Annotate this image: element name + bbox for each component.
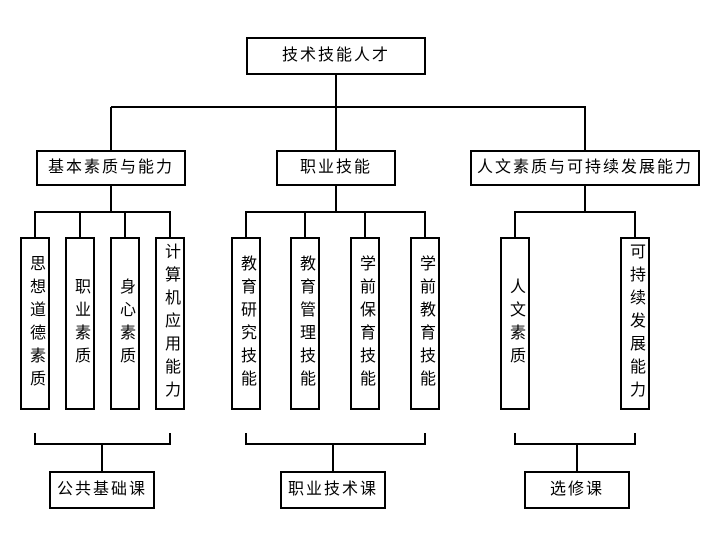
bracket-middle-hline xyxy=(245,443,426,445)
connector-drop-child xyxy=(79,212,81,237)
bracket-right-stem xyxy=(576,445,578,471)
branch-box-basic-quality-ability: 基本素质与能力 xyxy=(36,150,186,186)
connector-drop-child xyxy=(304,212,306,237)
child-box-computer-application-ability: 计算机应用能力 xyxy=(155,237,185,410)
course-box-vocational-technical-courses: 职业技术课 xyxy=(280,471,386,509)
course-box-public-basic-courses: 公共基础课 xyxy=(49,471,155,509)
connector-branch-left-hline xyxy=(34,211,171,213)
child-label: 学前教育技能 xyxy=(417,254,434,393)
root-label: 技术技能人才 xyxy=(281,47,390,64)
child-label: 人文素质 xyxy=(507,277,524,370)
connector-drop-branch-right xyxy=(584,107,586,150)
connector-branch-middle-stem xyxy=(335,186,337,213)
bracket-middle-tick xyxy=(245,433,247,445)
connector-branch-right-hline xyxy=(514,211,636,213)
child-box-education-research-skills: 教育研究技能 xyxy=(231,237,261,410)
course-box-elective-courses: 选修课 xyxy=(524,471,630,509)
child-box-vocational-quality: 职业素质 xyxy=(65,237,95,410)
connector-root-stem xyxy=(335,75,337,150)
connector-drop-child xyxy=(364,212,366,237)
course-label: 公共基础课 xyxy=(56,481,147,498)
child-box-physical-mental-quality: 身心素质 xyxy=(110,237,140,410)
child-label: 思想道德素质 xyxy=(27,254,44,393)
branch-label: 基本素质与能力 xyxy=(47,159,174,176)
branch-box-humanistic-sustainable-development: 人文素质与可持续发展能力 xyxy=(470,150,700,186)
course-label: 职业技术课 xyxy=(287,481,378,498)
child-box-preschool-childcare-skills: 学前保育技能 xyxy=(350,237,380,410)
connector-branch-middle-hline xyxy=(245,211,426,213)
connector-drop-child xyxy=(124,212,126,237)
child-label: 教育研究技能 xyxy=(238,254,255,393)
connector-drop-child xyxy=(245,212,247,237)
branch-label: 人文素质与可持续发展能力 xyxy=(476,159,693,176)
bracket-left-tick xyxy=(169,433,171,445)
child-label: 学前保育技能 xyxy=(357,254,374,393)
bracket-middle-stem xyxy=(332,445,334,471)
connector-level1-hline xyxy=(111,106,586,108)
child-label: 职业素质 xyxy=(72,277,89,370)
connector-branch-right-stem xyxy=(584,186,586,213)
child-label: 身心素质 xyxy=(117,277,134,370)
bracket-left-stem xyxy=(101,445,103,471)
child-box-education-management-skills: 教育管理技能 xyxy=(290,237,320,410)
bracket-right-tick xyxy=(634,433,636,445)
child-box-preschool-education-skills: 学前教育技能 xyxy=(410,237,440,410)
child-label: 计算机应用能力 xyxy=(162,243,179,404)
branch-box-vocational-skills: 职业技能 xyxy=(276,150,396,186)
course-label: 选修课 xyxy=(549,481,604,498)
connector-drop-child xyxy=(634,212,636,237)
bracket-left-hline xyxy=(34,443,171,445)
child-label: 教育管理技能 xyxy=(297,254,314,393)
connector-drop-child xyxy=(169,212,171,237)
bracket-right-tick xyxy=(514,433,516,445)
connector-drop-child xyxy=(514,212,516,237)
connector-branch-left-stem xyxy=(110,186,112,213)
bracket-right-hline xyxy=(514,443,636,445)
child-box-sustainable-development-ability: 可持续发展能力 xyxy=(620,237,650,410)
child-label: 可持续发展能力 xyxy=(627,243,644,404)
connector-drop-child xyxy=(424,212,426,237)
bracket-middle-tick xyxy=(424,433,426,445)
branch-label: 职业技能 xyxy=(299,159,372,176)
child-box-ideological-moral-quality: 思想道德素质 xyxy=(20,237,50,410)
connector-drop-branch-left xyxy=(110,107,112,150)
connector-drop-child xyxy=(34,212,36,237)
child-box-humanistic-quality: 人文素质 xyxy=(500,237,530,410)
bracket-left-tick xyxy=(34,433,36,445)
root-box-technical-skilled-talent: 技术技能人才 xyxy=(246,37,426,75)
